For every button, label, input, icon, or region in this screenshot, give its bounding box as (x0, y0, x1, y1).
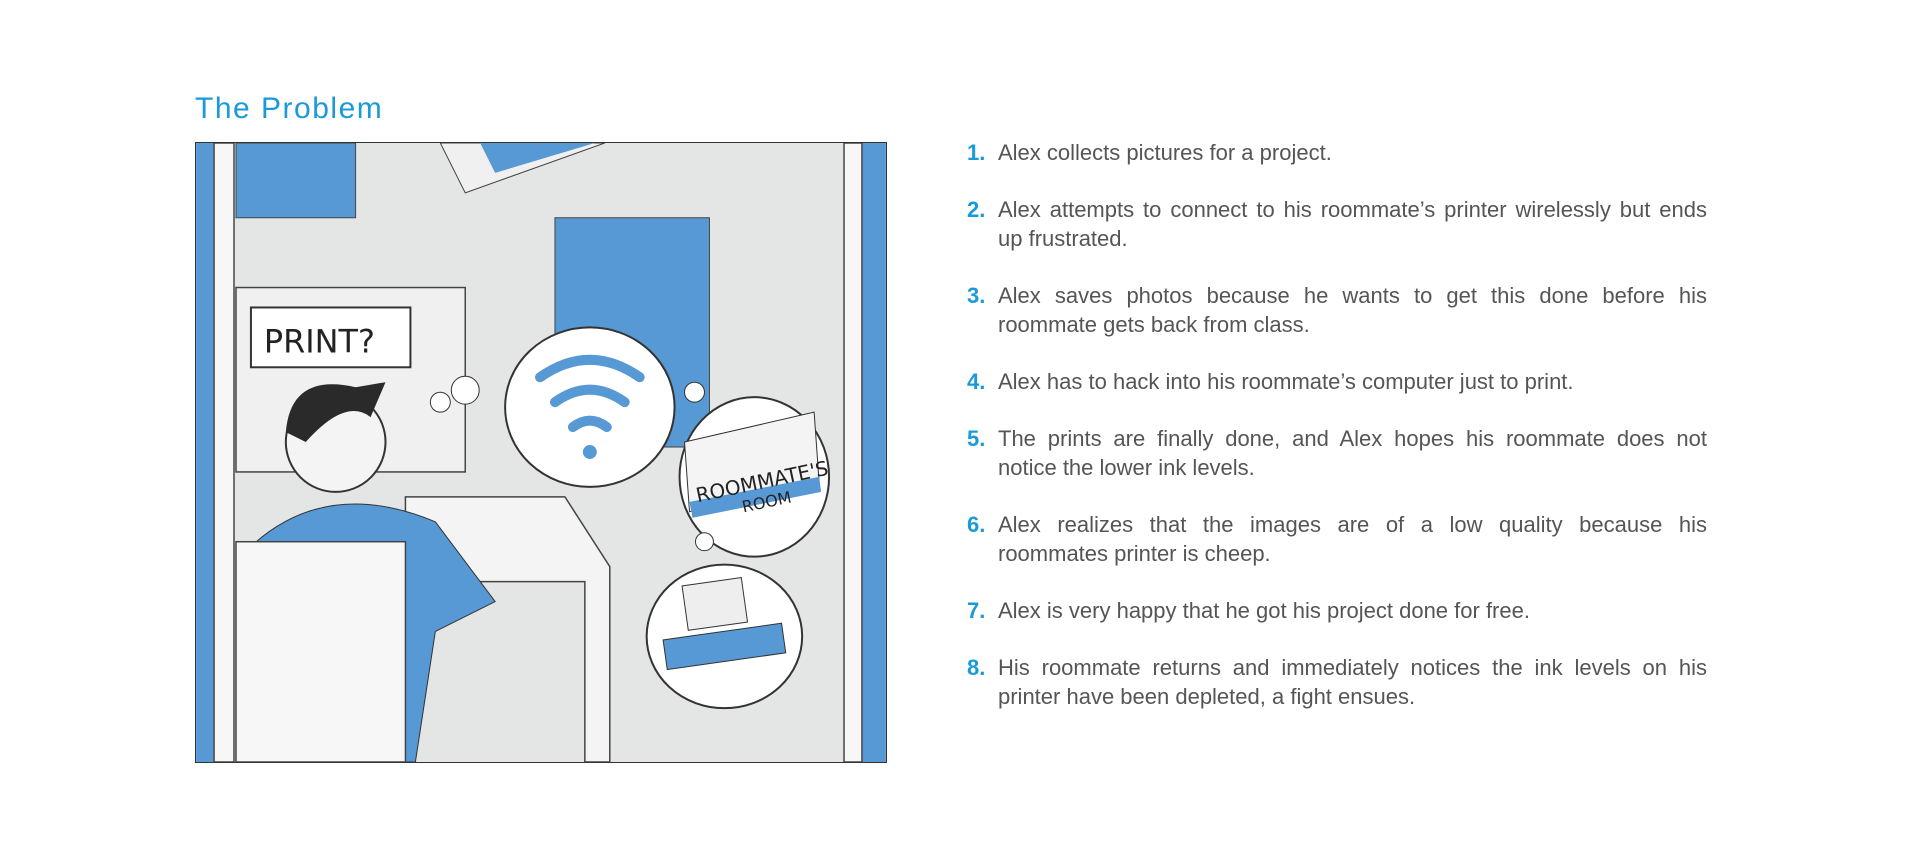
problem-steps-list: 1.Alex collects pictures for a project. … (967, 138, 1707, 739)
step-number: 3. (967, 283, 986, 308)
step-text: Alex realizes that the images are of a l… (998, 512, 1707, 566)
step-text: Alex saves photos because he wants to ge… (998, 283, 1707, 337)
step-number: 8. (967, 655, 986, 680)
step-item: 8. His roommate returns and immediately n… (967, 653, 1707, 711)
step-number: 6. (967, 512, 986, 537)
step-number: 7. (967, 598, 986, 623)
step-item: 6. Alex realizes that the images are of a… (967, 510, 1707, 568)
step-text: Alex collects pictures for a project. (998, 140, 1332, 165)
step-text: Alex has to hack into his roommate’s com… (998, 369, 1574, 394)
step-item: 3. Alex saves photos because he wants to … (967, 281, 1707, 339)
step-number: 2. (967, 197, 986, 222)
step-text: The prints are finally done, and Alex ho… (998, 426, 1707, 480)
step-text: His roommate returns and immediately not… (998, 655, 1707, 709)
storyboard-illustration: PRINT? ROOMMATE'S ROOM (195, 142, 887, 763)
step-number: 1. (967, 140, 986, 165)
step-item: 2. Alex attempts to connect to his roomma… (967, 195, 1707, 253)
step-text: Alex attempts to connect to his roommate… (998, 197, 1707, 251)
step-number: 4. (967, 369, 986, 394)
page-title: The Problem (195, 92, 384, 125)
step-item: 1. Alex collects pictures for a project. (967, 138, 1707, 167)
step-text: Alex is very happy that he got his proje… (998, 598, 1530, 623)
print-sign-text: PRINT? (264, 322, 375, 360)
step-item: 7. Alex is very happy that he got his pro… (967, 596, 1707, 625)
step-number: 5. (967, 426, 986, 451)
illustration-sketch: PRINT? ROOMMATE'S ROOM (196, 143, 886, 762)
step-item: 4. Alex has to hack into his roommate’s c… (967, 367, 1707, 396)
step-item: 5. The prints are finally done, and Alex … (967, 424, 1707, 482)
